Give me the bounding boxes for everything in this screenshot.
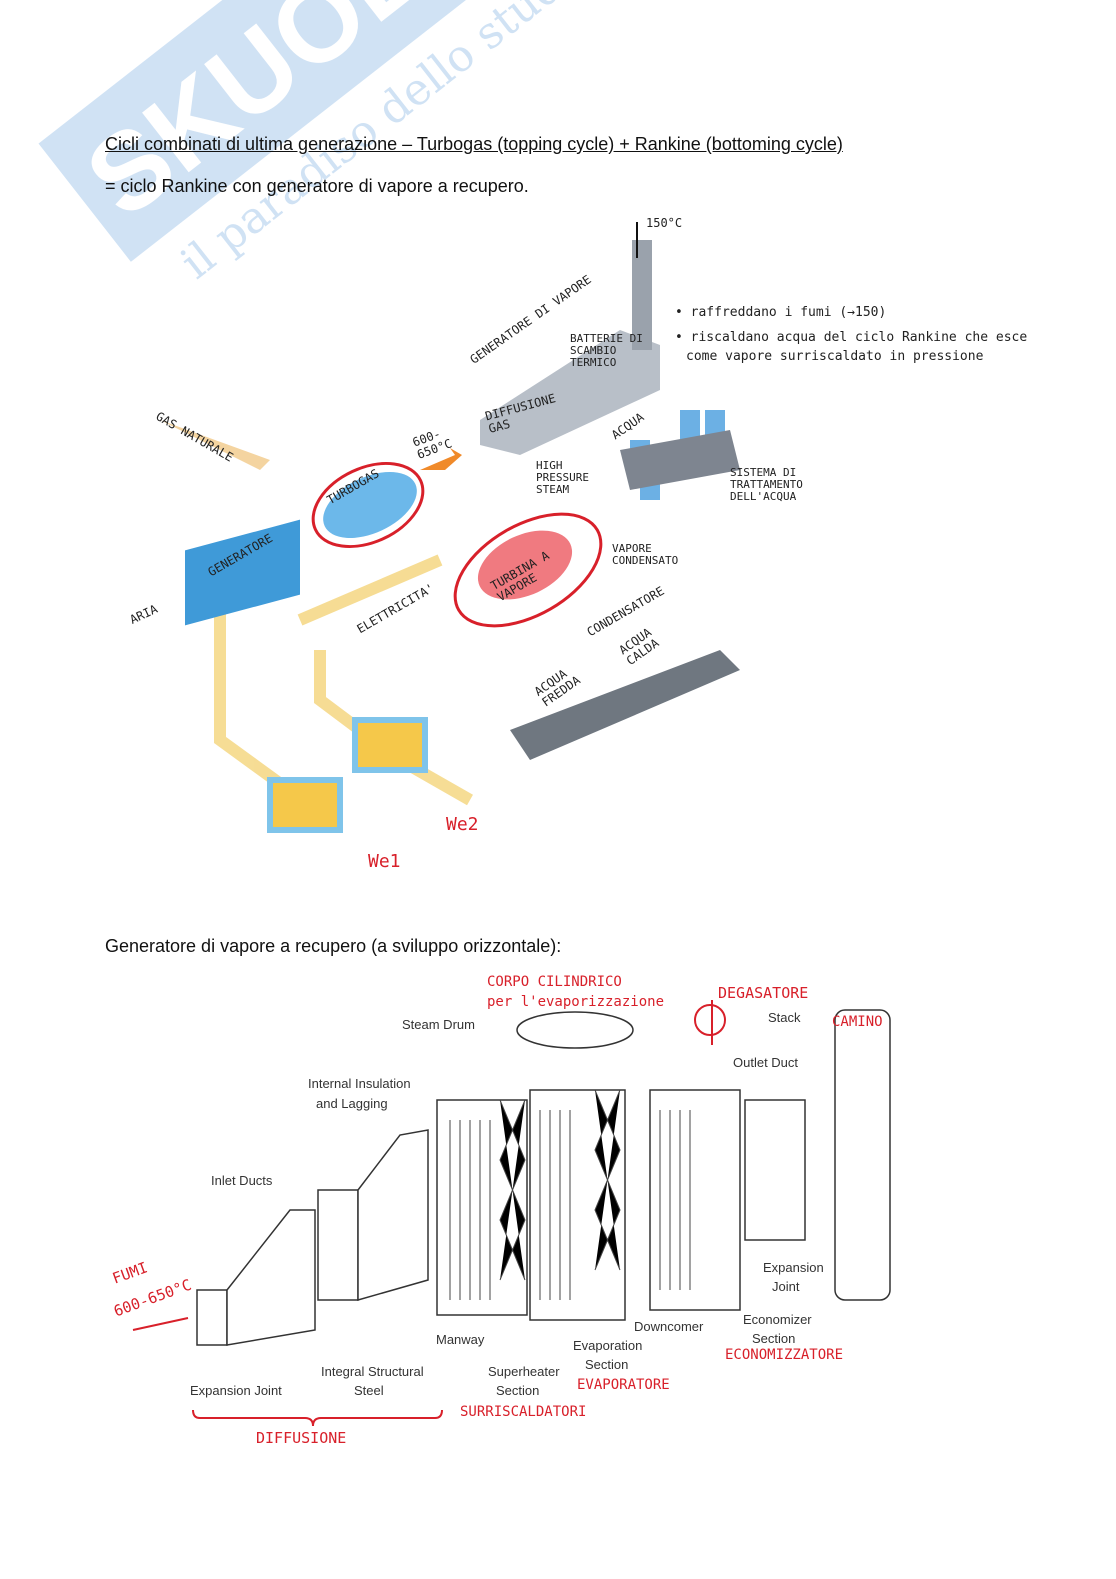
note-1: • raffreddano i fumi (→150) <box>675 305 887 320</box>
combined-cycle-diagram <box>160 222 740 833</box>
inlet-duct-small <box>196 1289 228 1346</box>
label-degasatore: DEGASATORE <box>718 984 809 1002</box>
cooling-tower <box>510 650 740 760</box>
label-economizzatore: ECONOMIZZATORE <box>725 1347 844 1363</box>
label-we2: We2 <box>446 814 479 835</box>
label-superheater: Superheater <box>488 1364 560 1379</box>
hrsg-block <box>480 330 660 455</box>
stack <box>632 240 652 350</box>
label-economizer: Economizer <box>743 1312 812 1327</box>
inlet-duct-large <box>317 1189 359 1301</box>
outlet-duct <box>744 1099 806 1241</box>
hot-gas-arrow <box>420 448 462 470</box>
superheater-section <box>436 1099 528 1316</box>
degasatore-icon <box>694 1004 726 1036</box>
label-stack-temp: 150°C <box>646 216 683 230</box>
label-expansion-joint: Expansion Joint <box>190 1383 282 1398</box>
note-2: • riscaldano acqua del ciclo Rankine che… <box>675 330 1028 345</box>
fumi-arrow <box>132 1317 189 1331</box>
label-sistema-trattamento: SISTEMA DI TRATTAMENTO DELL'ACQUA <box>730 466 803 504</box>
label-expansion-joint-outlet-2: Joint <box>772 1279 800 1294</box>
label-stack: Stack <box>768 1010 801 1025</box>
label-evaporation-2: Section <box>585 1357 629 1372</box>
label-diffusione: DIFFUSIONE <box>256 1429 347 1447</box>
label-structural-steel: Integral Structural <box>321 1364 424 1379</box>
label-insulation: Internal Insulation <box>308 1076 411 1091</box>
label-evaporation: Evaporation <box>573 1338 643 1353</box>
diffusione-brace <box>192 1409 443 1427</box>
label-steam-drum: Steam Drum <box>402 1017 475 1032</box>
label-economizer-2: Section <box>752 1331 796 1346</box>
label-camino: CAMINO <box>832 1014 883 1030</box>
label-surriscaldatori: SURRISCALDATORI <box>460 1404 587 1420</box>
turbogas-body <box>323 471 417 539</box>
gas-arrow <box>160 420 270 470</box>
generator-block <box>185 519 300 626</box>
label-evaporatore: EVAPORATORE <box>577 1377 670 1393</box>
transformer-boxes <box>267 717 428 833</box>
label-vapore-condensato: VAPORE CONDENSATO <box>612 542 679 568</box>
stack-cylinder <box>834 1009 891 1301</box>
steam-turbine <box>477 530 573 600</box>
section2-title: Generatore di vapore a recupero (a svilu… <box>105 936 562 956</box>
label-we1: We1 <box>368 851 401 872</box>
turbine-circle <box>453 512 603 628</box>
label-batterie: BATTERIE DI SCAMBIO TERMICO <box>570 332 643 370</box>
label-inlet-ducts: Inlet Ducts <box>211 1173 273 1188</box>
steam-drum <box>516 1011 634 1049</box>
water-treatment-tanks <box>620 410 740 500</box>
label-downcomer: Downcomer <box>634 1319 704 1334</box>
note-3: come vapore surriscaldato in pressione <box>686 349 984 364</box>
label-evaporizzazione: per l'evaporizzazione <box>487 994 665 1010</box>
label-expansion-joint-outlet: Expansion <box>763 1260 824 1275</box>
label-insulation-2: and Lagging <box>316 1096 388 1111</box>
label-high-pressure: HIGH PRESSURE STEAM <box>536 459 589 497</box>
page-heading: Cicli combinati di ultima generazione – … <box>105 134 843 154</box>
label-outlet-duct: Outlet Duct <box>733 1055 799 1070</box>
page-subheading: = ciclo Rankine con generatore di vapore… <box>105 176 529 196</box>
turbogas-circle <box>311 461 425 549</box>
label-manway: Manway <box>436 1332 485 1347</box>
label-structural-steel-2: Steel <box>354 1383 384 1398</box>
label-corpo-cilindrico: CORPO CILINDRICO <box>487 974 622 990</box>
label-superheater-2: Section <box>496 1383 540 1398</box>
